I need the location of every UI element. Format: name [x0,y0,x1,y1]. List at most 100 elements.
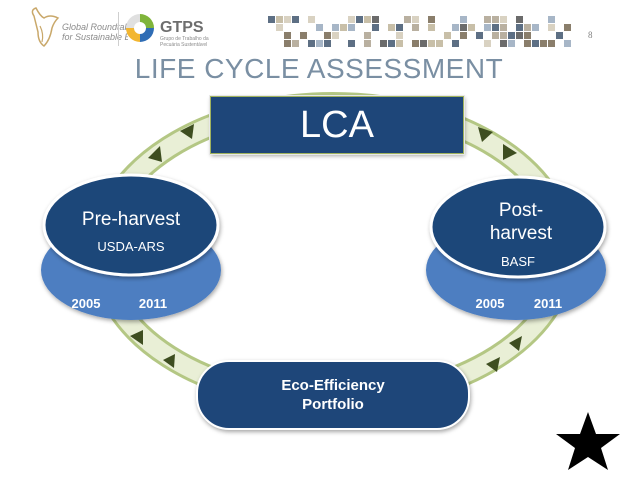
mosaic-tile [532,24,539,31]
mosaic-tile [316,24,323,31]
post-harvest-title-line1: Post- [499,200,543,221]
gtps-name: GTPS [160,19,204,36]
mosaic-tile [500,40,507,47]
mosaic-tile [524,40,531,47]
mosaic-tile [548,16,555,23]
post-harvest-ellipse [429,175,607,279]
mosaic-tile [380,40,387,47]
mosaic-tile [508,40,515,47]
mosaic-tile [412,16,419,23]
mosaic-tile [516,24,523,31]
slide-title: LIFE CYCLE ASSESSMENT [134,53,504,84]
mosaic-tile [484,16,491,23]
mosaic-tile [332,24,339,31]
cycle-arrow-icon [478,127,493,142]
roundtable-line2: for Sustainable Beef [62,32,128,42]
mosaic-tile [364,40,371,47]
mosaic-tile [484,40,491,47]
mosaic-tile [268,16,275,23]
mosaic-tile [396,40,403,47]
mosaic-tile [356,16,363,23]
post-harvest-node: Post- harvest BASF 2005 2011 [426,175,607,320]
mosaic-tile [372,16,379,23]
pre-harvest-year-end: 2011 [139,296,167,311]
post-harvest-title-line2: harvest [490,223,553,244]
pre-harvest-node: Pre-harvest USDA-ARS 2005 2011 [41,173,221,320]
mosaic-tile [548,24,555,31]
mosaic-tile [564,24,571,31]
mosaic-tile [500,24,507,31]
eco-efficiency-line1: Eco-Efficiency [281,377,385,394]
mosaic-tile [452,40,459,47]
mosaic-tile [564,40,571,47]
gtps-mark-icon [126,14,154,42]
mosaic-tile [348,24,355,31]
mosaic-tile [284,16,291,23]
mosaic-tile [308,40,315,47]
cycle-arrow-icon [503,144,517,160]
mosaic-tile [516,32,523,39]
page-number: 8 [588,30,593,40]
mosaic-tile [396,24,403,31]
mosaic-tile [348,40,355,47]
logo-divider [118,12,119,46]
mosaic-tile [340,24,347,31]
mosaic-tile [556,32,563,39]
mosaic-tile [500,32,507,39]
mosaic-tile [388,24,395,31]
mosaic-tile [452,24,459,31]
mosaic-tile [492,32,499,39]
post-harvest-subtitle: BASF [501,254,535,269]
lca-label: LCA [300,103,374,146]
mosaic-tile [412,24,419,31]
mosaic-tile [492,16,499,23]
mosaic-tile [436,40,443,47]
roundtable-line1: Global Roundtable [62,22,128,32]
mosaic-tile [324,32,331,39]
gtps-line1: Grupo de Trabalho da [160,36,209,42]
cycle-arrow-icon [180,124,194,139]
mosaic-tile [428,16,435,23]
mosaic-tile [324,40,331,47]
eco-efficiency-line2: Portfolio [302,396,364,413]
mosaic-tile [276,24,283,31]
mosaic-tile [372,24,379,31]
pre-harvest-ellipse [42,173,220,277]
mosaic-tile [428,24,435,31]
post-harvest-year-end: 2011 [534,296,562,311]
mosaic-tile [484,24,491,31]
mosaic-tile [348,16,355,23]
mosaic-tile [460,32,467,39]
mosaic-tile [524,32,531,39]
mosaic-tile [292,40,299,47]
mosaic-tile [300,32,307,39]
mosaic-tile [276,16,283,23]
eco-efficiency-box: Eco-Efficiency Portfolio [196,360,470,430]
mosaic-tile [548,40,555,47]
mosaic-tile [476,32,483,39]
mosaic-tile [284,40,291,47]
mosaic-tile [468,24,475,31]
mosaic-tile [308,16,315,23]
roundtable-logo: Global Roundtable for Sustainable Beef [31,7,128,47]
mosaic-tile [524,24,531,31]
gtps-line2: Pecuária Sustentável [160,42,207,48]
mosaic-tile [364,16,371,23]
mosaic-tile [444,32,451,39]
cycle-arrow-icon [148,146,162,162]
mosaic-tile [404,16,411,23]
mosaic-tile [460,24,467,31]
mosaic-tile [460,16,467,23]
star-icon [556,412,620,470]
mosaic-tile [316,40,323,47]
mosaic-tile [508,32,515,39]
pre-harvest-title: Pre-harvest [82,209,181,230]
cycle-arrow-icon [163,354,175,368]
mosaic-tile [388,40,395,47]
mosaic-tile [500,16,507,23]
mosaic-tile [292,16,299,23]
cycle-arrow-icon [130,330,143,345]
mosaic-tile [412,40,419,47]
mosaic-tile [396,32,403,39]
